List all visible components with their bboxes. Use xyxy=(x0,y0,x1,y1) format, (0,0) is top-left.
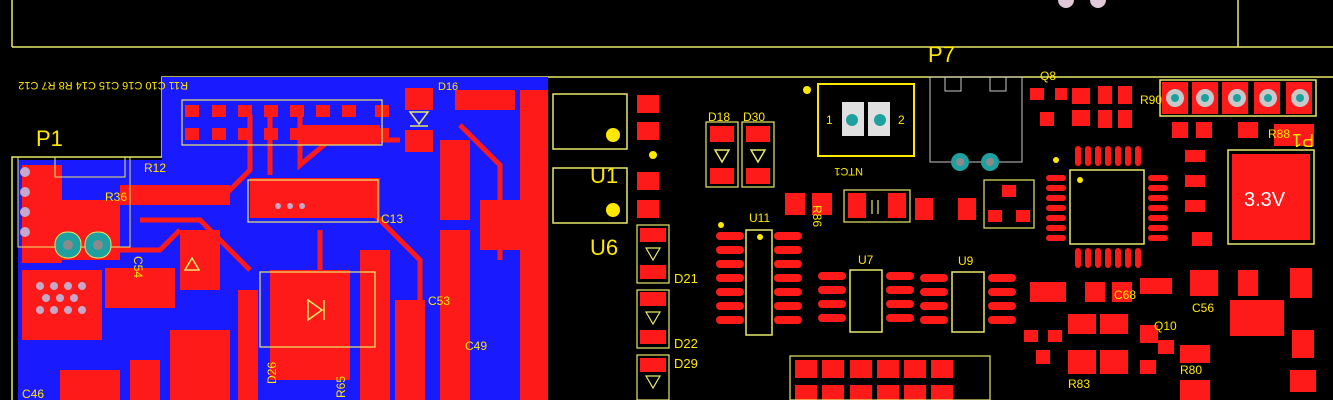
right-caps xyxy=(1172,122,1314,336)
r83-label: R83 xyxy=(1068,377,1090,391)
u7-u9 xyxy=(818,269,1016,333)
c49-label: C49 xyxy=(465,339,487,353)
d30-label: D30 xyxy=(743,110,765,124)
p7-label: P7 xyxy=(928,42,955,67)
d22-label: D22 xyxy=(674,336,698,351)
c68-label: C68 xyxy=(1114,288,1136,302)
d18-label: D18 xyxy=(708,110,730,124)
p1-label: P1 xyxy=(36,126,63,151)
top-edge-pads xyxy=(1058,0,1106,8)
r65-label: R65 xyxy=(334,376,348,398)
r90-label: R90 xyxy=(1140,93,1162,107)
top-row-outlines xyxy=(181,99,383,348)
header-strip xyxy=(1159,79,1317,117)
silk-top-row: R11 C10 C16 C15 C14 R8 R7 C12 xyxy=(18,79,188,91)
reg-voltage-label: 3.3V xyxy=(1244,189,1286,211)
qfn-ic xyxy=(1046,146,1168,268)
p1-connector xyxy=(17,156,131,259)
c53-label: C53 xyxy=(428,294,450,308)
d26-label: D26 xyxy=(265,362,279,384)
silkscreen-text: P1 P7 U1 U6 D21 D22 D29 D18 D30 U11 U7 U… xyxy=(18,42,1314,400)
c54-label: C54 xyxy=(131,256,145,278)
soic-vias xyxy=(275,203,305,209)
ntc-pin1: 1 xyxy=(826,113,833,127)
u9-label: U9 xyxy=(958,254,974,268)
d16-label: D16 xyxy=(438,81,458,93)
d18-d30 xyxy=(705,121,775,188)
u1-label: U1 xyxy=(590,163,618,188)
q10-label: Q10 xyxy=(1154,319,1177,333)
bottom-passives xyxy=(789,355,991,400)
u1-u6-parts xyxy=(552,93,657,224)
regulator-3v3 xyxy=(1227,149,1315,245)
lower-right-parts xyxy=(1024,278,1316,400)
u11-label: U11 xyxy=(749,211,770,225)
top-row-pads xyxy=(185,88,433,152)
r80-label: R80 xyxy=(1180,363,1202,377)
c46-label: C46 xyxy=(22,387,44,400)
u6-label: U6 xyxy=(590,235,618,260)
regulator-text: 3.3V xyxy=(1244,189,1286,211)
u11-ic xyxy=(716,222,802,336)
c56-label: C56 xyxy=(1192,301,1214,315)
d21-label: D21 xyxy=(674,271,698,286)
c13-label: C13 xyxy=(381,212,403,226)
mid-passives xyxy=(785,185,1030,222)
p7-connector xyxy=(929,76,1023,171)
r86-label: R86 xyxy=(810,205,824,227)
ntc1-connector xyxy=(803,83,915,157)
u1-pad-column xyxy=(637,95,666,372)
d21-d22-d29-outlines xyxy=(636,224,670,400)
diode-symbols-left xyxy=(183,111,430,322)
via-cluster xyxy=(36,282,86,314)
r12-label: R12 xyxy=(144,161,166,175)
ntc-pin2: 2 xyxy=(898,113,905,127)
d29-label: D29 xyxy=(674,356,698,371)
r36-label: R36 xyxy=(105,190,127,204)
q8-label: Q8 xyxy=(1040,69,1056,83)
ntc1-label: NTC1 xyxy=(834,165,863,177)
right-top-passives xyxy=(1030,86,1132,128)
regulator-ref: P1 xyxy=(1292,130,1314,150)
r88-label: R88 xyxy=(1268,127,1290,141)
mid-outlines xyxy=(843,179,1035,229)
u7-label: U7 xyxy=(858,253,874,267)
